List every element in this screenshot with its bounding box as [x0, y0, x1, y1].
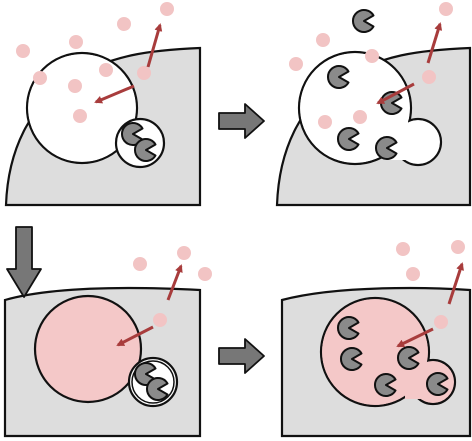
- particle-dot-icon: [439, 2, 453, 16]
- particle-dot-icon: [353, 110, 367, 124]
- particle-dot-icon: [153, 313, 167, 327]
- transport-arrow-icon: [426, 22, 443, 64]
- particle-dot-icon: [137, 66, 151, 80]
- particles: [133, 246, 212, 327]
- particle-dot-icon: [160, 2, 174, 16]
- particle-dot-icon: [33, 71, 47, 85]
- particle-dot-icon: [99, 63, 113, 77]
- panel-top-right: [275, 2, 472, 207]
- transport-arrow-icon: [447, 262, 464, 305]
- particle-dot-icon: [16, 44, 30, 58]
- particle-dot-icon: [451, 240, 465, 254]
- transport-arrow-icon: [376, 82, 415, 105]
- particle-dot-icon: [422, 70, 436, 84]
- panel-top-left: [4, 2, 202, 207]
- particle-dot-icon: [69, 35, 83, 49]
- transport-arrow-icon: [116, 325, 154, 347]
- panel-bottom-left: [3, 246, 212, 438]
- particle-dot-icon: [365, 49, 379, 63]
- transport-arrow-icon: [94, 84, 135, 104]
- particle-dot-icon: [117, 17, 131, 31]
- vacuole-pink: [33, 294, 143, 404]
- transport-arrow-icon: [166, 264, 183, 301]
- particle-dot-icon: [68, 79, 82, 93]
- particle-dot-icon: [316, 33, 330, 47]
- particles: [16, 2, 174, 123]
- enzyme-pacman-icon: [351, 8, 375, 33]
- particle-dot-icon: [406, 267, 420, 281]
- panel-bottom-right: [280, 240, 472, 438]
- particle-dot-icon: [289, 57, 303, 71]
- particle-dot-icon: [396, 242, 410, 256]
- particle-dot-icon: [198, 267, 212, 281]
- particles: [396, 240, 465, 329]
- flow-arrow-right-top: [218, 103, 265, 139]
- particle-dot-icon: [73, 109, 87, 123]
- particle-dot-icon: [177, 246, 191, 260]
- particle-dot-icon: [434, 315, 448, 329]
- particle-dot-icon: [133, 257, 147, 271]
- flow-arrow-right-bottom: [218, 338, 265, 374]
- particle-dot-icon: [318, 115, 332, 129]
- flow-arrow-down: [6, 226, 42, 298]
- transport-arrow-icon: [396, 327, 434, 348]
- transport-arrow-icon: [146, 23, 163, 68]
- particles: [289, 2, 453, 129]
